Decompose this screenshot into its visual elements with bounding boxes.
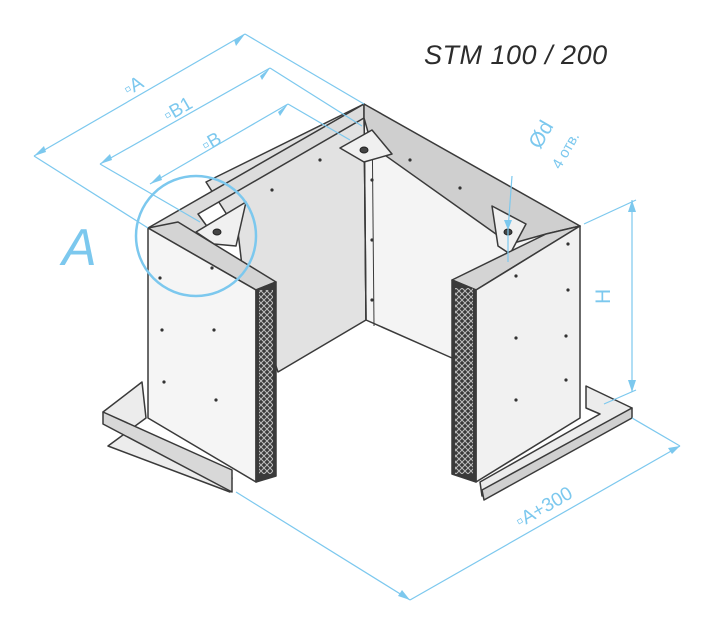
dim-a-ext-left xyxy=(33,155,149,229)
arrow-b-left xyxy=(150,174,162,184)
right-column xyxy=(451,225,581,483)
right-insulation-pattern xyxy=(455,288,473,474)
dim-label-h: H xyxy=(592,289,615,304)
dim-label-d: Ød xyxy=(524,117,558,153)
dim-label-a300: ▫A+300 xyxy=(512,483,576,532)
rivet xyxy=(566,288,570,292)
dim-label-a: ▫A xyxy=(120,72,148,100)
arrow-b1-left xyxy=(100,154,112,164)
detail-callout-label: A xyxy=(62,219,97,277)
dim-a300-line xyxy=(235,491,411,601)
rivet xyxy=(514,274,518,278)
left-insulation-pattern xyxy=(259,290,273,474)
arrow-h-top xyxy=(628,200,636,212)
dim-a300-ext xyxy=(631,417,681,447)
rivet xyxy=(162,380,166,384)
rivet xyxy=(318,158,322,162)
rivet xyxy=(514,336,518,340)
rivet xyxy=(458,186,462,190)
rivets xyxy=(158,158,570,402)
rivet xyxy=(370,178,374,182)
arrow-a300-right xyxy=(668,446,680,454)
dim-label-b: ▫B xyxy=(198,128,225,156)
dim-label-b1: ▫B1 xyxy=(160,93,196,126)
arrow-a-right xyxy=(234,34,245,46)
model-title: STM 100 / 200 xyxy=(424,40,608,70)
dim-b1-ext-left xyxy=(99,163,201,223)
arrow-d xyxy=(504,220,512,230)
rivet xyxy=(270,188,274,192)
arrow-h-bottom xyxy=(628,380,636,392)
hole-back xyxy=(359,146,369,154)
dimension-arrows xyxy=(34,34,680,600)
dim-b1-line xyxy=(99,67,271,165)
rivet xyxy=(210,266,214,270)
dim-a-ext-right xyxy=(244,33,365,105)
arrow-a300-left xyxy=(398,590,410,600)
top-frame xyxy=(147,103,581,255)
dim-b1-ext-right xyxy=(269,67,363,127)
corner-bracket-back xyxy=(339,129,393,163)
rivet xyxy=(370,238,374,242)
hole-left xyxy=(212,228,222,236)
arrow-b1-right xyxy=(260,68,270,80)
base-tray xyxy=(102,381,633,501)
rivet xyxy=(158,276,162,280)
dim-h-ext-top xyxy=(583,199,637,225)
dim-h-ext-bottom xyxy=(603,389,637,405)
tray-right-rim xyxy=(481,407,633,501)
rivet xyxy=(160,328,164,332)
arrow-a-left xyxy=(34,146,46,156)
rivet xyxy=(212,328,216,332)
rivet xyxy=(370,298,374,302)
rivet xyxy=(214,398,218,402)
arrow-b-right xyxy=(278,104,288,116)
tray-left-rim xyxy=(102,411,233,493)
rivet xyxy=(564,378,568,382)
detail-callout-circle xyxy=(134,174,258,298)
dim-b-ext-right xyxy=(287,103,351,141)
dim-a-line xyxy=(33,33,246,157)
dim-b-line xyxy=(149,103,289,185)
rivet xyxy=(408,158,412,162)
rivet xyxy=(514,398,518,402)
dimension-lines xyxy=(33,33,681,601)
dim-a300-line-right xyxy=(409,445,681,601)
rivet xyxy=(566,242,570,246)
rivet xyxy=(564,334,568,338)
